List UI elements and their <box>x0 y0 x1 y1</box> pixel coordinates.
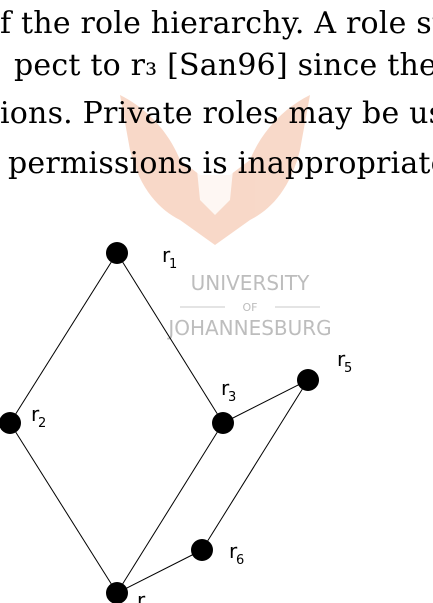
edge-r5-r6 <box>201 379 309 551</box>
node-label-r5: r <box>337 347 346 371</box>
node-r4 <box>106 582 128 603</box>
paper-text-line: permissions is inappropriate <box>8 146 433 181</box>
node-subscript-r2: 2 <box>38 416 46 431</box>
node-label-r6: r <box>229 539 238 563</box>
node-label-r2: r <box>31 402 40 426</box>
node-r1 <box>106 242 128 264</box>
node-r2 <box>0 412 21 434</box>
node-subscript-r5: 5 <box>344 361 352 376</box>
edge-r1-r3 <box>116 252 224 424</box>
edge-r6-r4 <box>116 549 203 594</box>
edge-r1-r2 <box>9 252 118 424</box>
node-r6 <box>191 539 213 561</box>
node-r3 <box>212 412 234 434</box>
paper-text-line: pect to r₃ [San96] since the <box>14 48 433 83</box>
paper-text-line: f the role hierarchy. A role st <box>0 6 433 41</box>
paper-text-line: ions. Private roles may be us <box>0 96 433 131</box>
node-subscript-r1: 1 <box>169 257 177 272</box>
paper-text-block: f the role hierarchy. A role st pect to … <box>0 0 433 200</box>
edge-r3-r4 <box>116 422 224 594</box>
node-subscript-r6: 6 <box>236 553 244 568</box>
node-label-r4: r <box>137 588 146 603</box>
node-subscript-r3: 3 <box>228 390 236 405</box>
node-r5 <box>297 369 319 391</box>
node-label-r1: r <box>162 243 171 267</box>
edge-r3-r5 <box>222 379 309 424</box>
node-label-r3: r <box>221 376 230 400</box>
edge-r2-r4 <box>9 422 118 594</box>
diagram-edges <box>9 252 309 594</box>
